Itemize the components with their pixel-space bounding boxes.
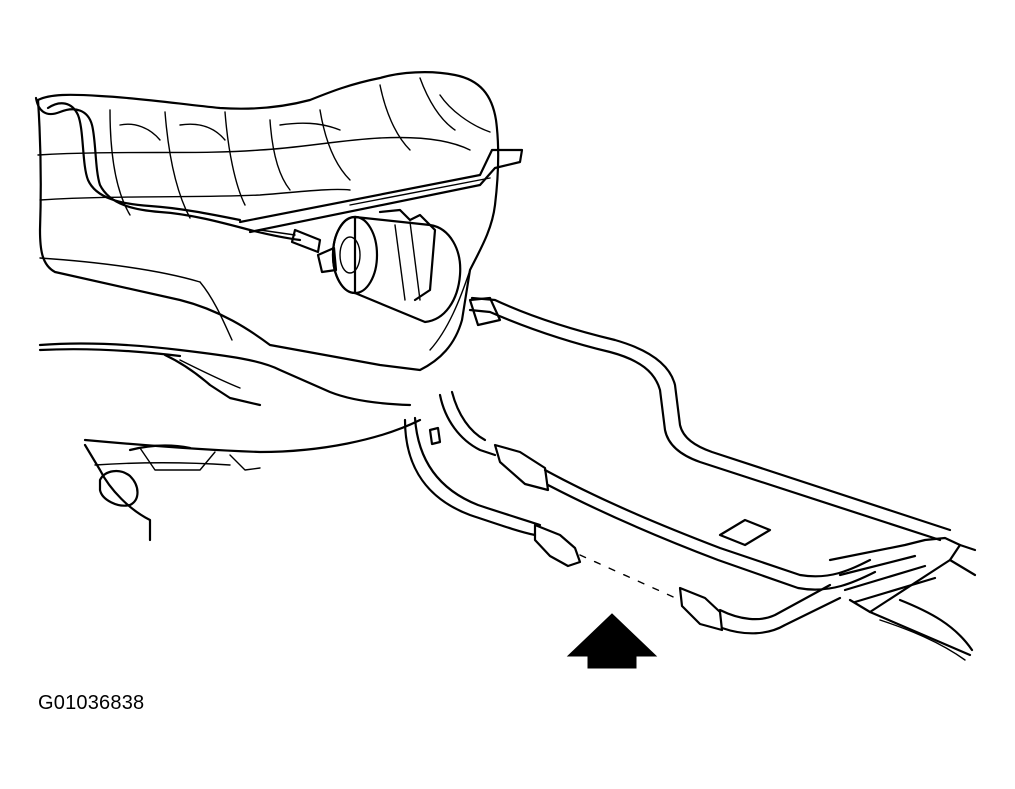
fuel-tank — [36, 71, 500, 372]
floor-pan — [38, 342, 422, 542]
fuel-filter — [259, 208, 462, 324]
vent-pipe — [34, 96, 302, 242]
tank-strap — [238, 148, 524, 234]
up-arrow-icon — [566, 613, 658, 669]
figure-id-label: G01036838 — [38, 692, 145, 714]
frame-rail — [718, 518, 977, 661]
fuel-lines — [403, 296, 952, 635]
